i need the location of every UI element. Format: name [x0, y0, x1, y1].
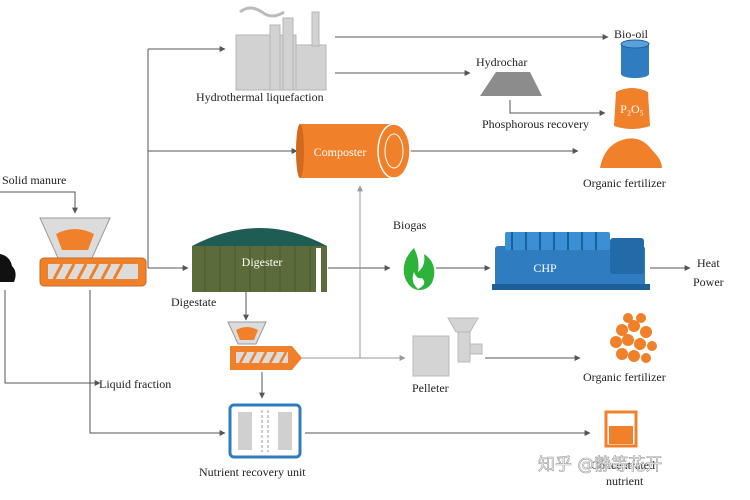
digestate-label: Digestate	[171, 295, 216, 309]
chp-engine: CHP	[492, 232, 650, 290]
bio-oil-label: Bio-oil	[614, 27, 649, 41]
biogas-flame-icon	[403, 248, 435, 290]
organic-fertilizer-top-label: Organic fertilizer	[583, 176, 666, 190]
manure-source-icon	[0, 254, 16, 282]
liquid-fraction-label: Liquid fraction	[99, 377, 171, 391]
composter-label: Composter	[314, 145, 367, 159]
bio-oil-drum-icon	[620, 39, 650, 78]
pelleter-label: Pelleter	[412, 381, 449, 395]
gray-flow-lines	[302, 185, 406, 361]
hydrochar-label: Hydrochar	[476, 55, 527, 69]
solid-manure-label: Solid manure	[2, 173, 66, 187]
hydrochar-pile-icon	[480, 72, 542, 96]
concentrated-nutrient-label-line2: nutrient	[606, 474, 644, 488]
concentrated-nutrient-beaker-icon	[604, 410, 638, 448]
concentrated-nutrient-label-line1: Concentrated	[591, 458, 655, 472]
p2o5-bag-icon: P₂O₅	[614, 88, 650, 129]
solid-separator	[39, 217, 147, 287]
pelleter-machine-icon	[412, 317, 483, 377]
hydrothermal-liquefaction-plant-icon	[235, 6, 327, 91]
digestate-separator	[227, 321, 302, 370]
fertilizer-pellets-icon	[610, 313, 657, 363]
p2o5-label: P₂O₅	[620, 102, 644, 116]
chp-label: CHP	[533, 261, 557, 275]
flow-lines	[0, 34, 691, 436]
phosphorous-recovery-label: Phosphorous recovery	[482, 117, 589, 131]
nutrient-recovery-unit-label: Nutrient recovery unit	[199, 465, 306, 479]
power-label: Power	[693, 275, 724, 289]
organic-fertilizer-bottom-label: Organic fertilizer	[583, 370, 666, 384]
composter-drum: Composter	[296, 123, 411, 179]
hydrothermal-liquefaction-label: Hydrothermal liquefaction	[196, 90, 324, 104]
watermark: 知乎 @静等花开	[538, 455, 662, 475]
biogas-label: Biogas	[393, 218, 427, 232]
organic-fertilizer-pile-icon	[600, 138, 662, 168]
heat-label: Heat	[697, 256, 720, 270]
nutrient-recovery-unit	[228, 403, 302, 459]
digester-tank: Digester	[192, 228, 327, 292]
digester-label: Digester	[242, 255, 283, 269]
